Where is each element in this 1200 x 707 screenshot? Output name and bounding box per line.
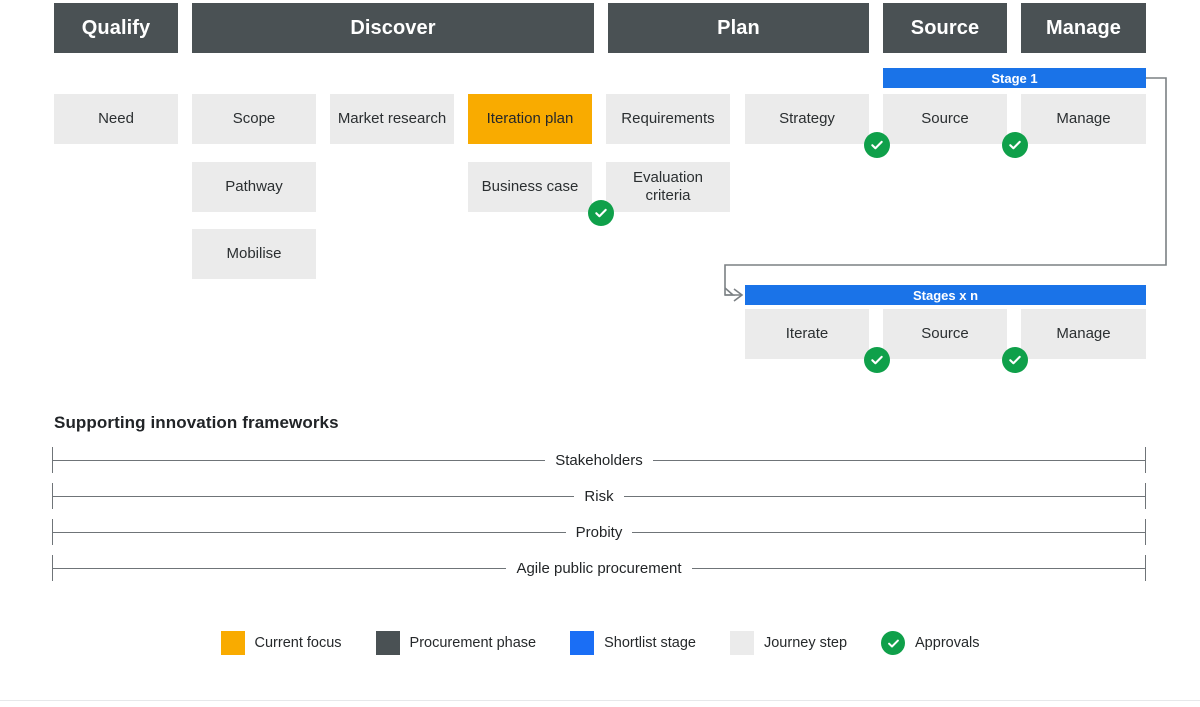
framework-right-cap (1145, 519, 1146, 545)
framework-left-cap (52, 519, 53, 545)
phase-bar-discover[interactable]: Discover (192, 3, 594, 53)
phase-label: Discover (350, 16, 436, 39)
step-box-manage-stages-x-n[interactable]: Manage (1021, 309, 1146, 359)
phase-label: Manage (1045, 16, 1122, 39)
step-label: Evaluation criteria (632, 168, 704, 204)
step-box-iteration-plan[interactable]: Iteration plan (468, 94, 592, 144)
legend: Current focus Procurement phase Shortlis… (0, 631, 1200, 655)
step-label: Source (921, 109, 969, 127)
approval-check-icon (1002, 347, 1028, 373)
framework-row-stakeholders: Stakeholders (52, 447, 1146, 473)
framework-row-risk: Risk (52, 483, 1147, 509)
square-swatch (729, 631, 754, 655)
square-swatch (220, 631, 245, 655)
step-label: Strategy (779, 109, 835, 127)
step-label: Manage (1056, 109, 1111, 127)
framework-line-right (632, 531, 1145, 533)
framework-label: Stakeholders (555, 451, 643, 469)
legend-item-shortlist-stage: Shortlist stage (570, 631, 696, 655)
step-box-iterate[interactable]: Iterate (745, 309, 869, 359)
phase-bar-plan[interactable]: Plan (608, 3, 869, 53)
stage-bar-stages-x-n[interactable]: Stages x n (745, 285, 1146, 305)
bottom-divider (0, 700, 1200, 701)
framework-right-cap (1145, 447, 1146, 473)
framework-line-left (53, 567, 507, 569)
square-swatch (375, 631, 400, 655)
legend-label: Journey step (763, 635, 848, 651)
phase-bar-source[interactable]: Source (883, 3, 1007, 53)
step-label: Mobilise (226, 244, 282, 262)
phase-bar-manage[interactable]: Manage (1021, 3, 1146, 53)
square-swatch (570, 631, 595, 655)
step-box-strategy[interactable]: Strategy (745, 94, 869, 144)
step-box-manage-stage-1[interactable]: Manage (1021, 94, 1146, 144)
step-label: Manage (1056, 324, 1111, 342)
stage-bar-stage-1[interactable]: Stage 1 (883, 68, 1146, 88)
legend-item-journey-step: Journey step (729, 631, 848, 655)
step-label: Iterate (785, 324, 829, 342)
framework-right-cap (1145, 555, 1146, 581)
approval-check-icon (864, 347, 890, 373)
legend-item-procurement-phase: Procurement phase (375, 631, 537, 655)
framework-row-agile-public-procurement: Agile public procurement (52, 555, 1146, 581)
step-label: Business case (481, 177, 579, 195)
step-box-source-stage-1[interactable]: Source (883, 94, 1007, 144)
legend-label: Approvals (915, 635, 980, 651)
step-label: Pathway (225, 177, 283, 195)
stage-bar-label: Stage 1 (991, 70, 1038, 86)
framework-label: Risk (584, 487, 614, 505)
legend-label: Shortlist stage (604, 635, 696, 651)
approval-check-icon (864, 132, 890, 158)
legend-item-current-focus: Current focus (220, 631, 342, 655)
step-label: Requirements (621, 109, 715, 127)
step-box-pathway[interactable]: Pathway (192, 162, 316, 212)
framework-left-cap (52, 555, 53, 581)
framework-line-left (53, 495, 575, 497)
step-box-scope[interactable]: Scope (192, 94, 316, 144)
step-box-market-research[interactable]: Market research (330, 94, 454, 144)
framework-label: Agile public procurement (516, 559, 682, 577)
step-box-business-case[interactable]: Business case (468, 162, 592, 212)
legend-label: Current focus (254, 635, 342, 651)
phase-label: Qualify (81, 16, 151, 39)
framework-line-left (53, 531, 566, 533)
legend-label: Procurement phase (409, 635, 537, 651)
step-label: Iteration plan (486, 109, 574, 127)
step-label: Market research (337, 109, 447, 127)
step-box-evaluation-criteria[interactable]: Evaluation criteria (606, 162, 730, 212)
framework-left-cap (52, 483, 53, 509)
legend-item-approvals: Approvals (881, 631, 980, 655)
framework-right-cap (1145, 483, 1147, 509)
step-box-need[interactable]: Need (54, 94, 178, 144)
step-label: Source (921, 324, 969, 342)
step-label: Need (98, 109, 134, 127)
phase-label: Source (910, 16, 980, 39)
stage-bar-label: Stages x n (912, 287, 979, 303)
step-label: Scope (232, 109, 276, 127)
framework-line-right (691, 567, 1145, 569)
check-circle-icon (881, 631, 906, 655)
phase-bar-qualify[interactable]: Qualify (54, 3, 178, 53)
step-box-source-stages-x-n[interactable]: Source (883, 309, 1007, 359)
step-box-mobilise[interactable]: Mobilise (192, 229, 316, 279)
step-box-requirements[interactable]: Requirements (606, 94, 730, 144)
approval-check-icon (588, 200, 614, 226)
framework-row-probity: Probity (52, 519, 1146, 545)
approval-check-icon (1002, 132, 1028, 158)
framework-line-right (623, 495, 1146, 497)
frameworks-section-title: Supporting innovation frameworks (54, 413, 339, 432)
phase-label: Plan (717, 16, 760, 39)
framework-line-right (652, 459, 1145, 461)
framework-label: Probity (575, 523, 623, 541)
framework-line-left (53, 459, 546, 461)
framework-left-cap (52, 447, 53, 473)
